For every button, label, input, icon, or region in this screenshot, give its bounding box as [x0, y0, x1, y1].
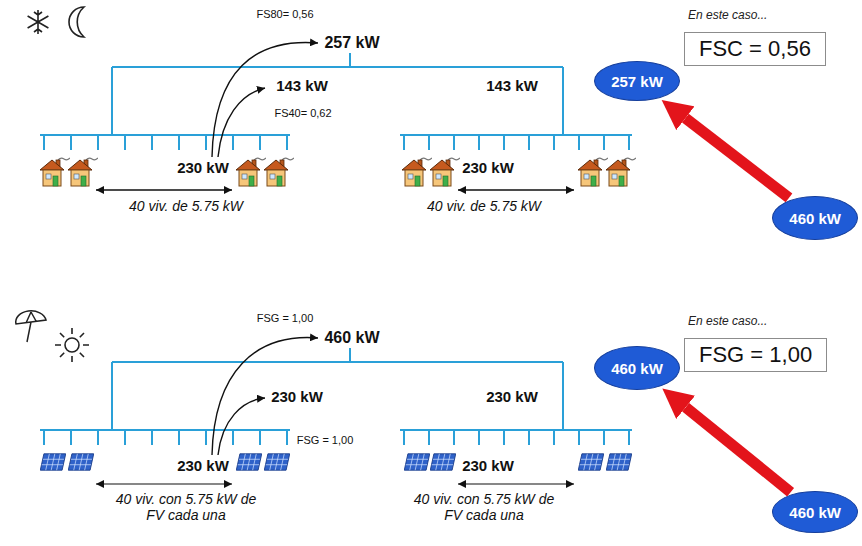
sun-rays: [55, 328, 89, 362]
group-label: 40 viv. de 5.75 kW: [427, 198, 541, 214]
day-icon: [16, 311, 89, 362]
power-value: 257 kW: [611, 73, 663, 90]
house-icon: [236, 158, 266, 186]
solar-panel-icon: [606, 454, 631, 470]
power-label: 143 kW: [276, 77, 328, 94]
umbrella-icon: [16, 311, 46, 342]
power-label: 230 kW: [486, 388, 538, 405]
factor-label: FS40= 0,62: [274, 107, 331, 120]
solar-panel-icon: [430, 454, 455, 470]
sun-icon: [65, 338, 79, 352]
reduction-arrow: [686, 407, 791, 492]
solar-panel-group: [40, 454, 631, 470]
power-ellipse: 460 kW: [772, 196, 858, 240]
factor-label: FSG = 1,00: [297, 434, 354, 447]
span-arrow: [96, 189, 574, 190]
factor-callout: En este caso... FSG = 1,00: [684, 314, 827, 372]
solar-panel-icon: [404, 454, 429, 470]
house-icon: [578, 158, 608, 186]
moon-icon: [69, 7, 84, 37]
feeder-bus: [40, 348, 632, 430]
service-stubs: [44, 135, 629, 150]
power-label: 143 kW: [486, 77, 538, 94]
factor-label: FSG = 1,00: [257, 312, 314, 325]
case-heading: En este caso...: [688, 314, 827, 328]
house-icon: [68, 158, 98, 186]
power-label: 230 kW: [177, 159, 229, 176]
group-label: 40 viv. con 5.75 kW de FV cada una: [113, 491, 259, 523]
factor-arrow: [218, 398, 265, 455]
solar-panel-icon: [578, 454, 603, 470]
power-label: 230 kW: [462, 457, 514, 474]
house-icon: [264, 158, 294, 186]
power-value: 460 kW: [789, 504, 841, 521]
power-label: 257 kW: [324, 34, 379, 52]
reduction-arrow: [685, 118, 789, 198]
feeder-bus: [40, 53, 632, 135]
span-arrow: [96, 483, 232, 484]
case-heading: En este caso...: [688, 8, 826, 22]
solar-panel-icon: [68, 454, 93, 470]
solar-panel-icon: [264, 454, 289, 470]
span-arrow: [458, 483, 574, 484]
power-label: 460 kW: [324, 329, 379, 347]
solar-panel-icon: [236, 454, 261, 470]
factor-arrow: [212, 42, 318, 157]
power-label: 230 kW: [462, 159, 514, 176]
power-ellipse: 460 kW: [594, 346, 680, 390]
house-group: [40, 158, 636, 186]
house-icon: [402, 158, 432, 186]
power-ellipse: 257 kW: [594, 61, 680, 101]
night-icon: [28, 7, 84, 37]
factor-label: FS80= 0,56: [256, 8, 313, 21]
group-label: 40 viv. con 5.75 kW de FV cada una: [411, 491, 557, 523]
power-label: 230 kW: [271, 388, 323, 405]
span-arrow: [458, 189, 574, 190]
snowflake-icon: [28, 10, 49, 34]
group-label: 40 viv. de 5.75 kW: [129, 198, 243, 214]
solar-panel-icon: [40, 454, 65, 470]
power-ellipse: 460 kW: [772, 491, 858, 533]
power-value: 460 kW: [611, 360, 663, 377]
factor-arrow: [218, 88, 265, 157]
factor-value: FSG = 1,00: [684, 338, 827, 372]
house-icon: [40, 158, 70, 186]
power-label: 230 kW: [177, 457, 229, 474]
house-icon: [430, 158, 460, 186]
house-icon: [606, 158, 636, 186]
power-value: 460 kW: [789, 210, 841, 227]
factor-value: FSC = 0,56: [684, 32, 826, 66]
factor-callout: En este caso... FSC = 0,56: [684, 8, 826, 66]
span-arrow: [96, 189, 232, 190]
